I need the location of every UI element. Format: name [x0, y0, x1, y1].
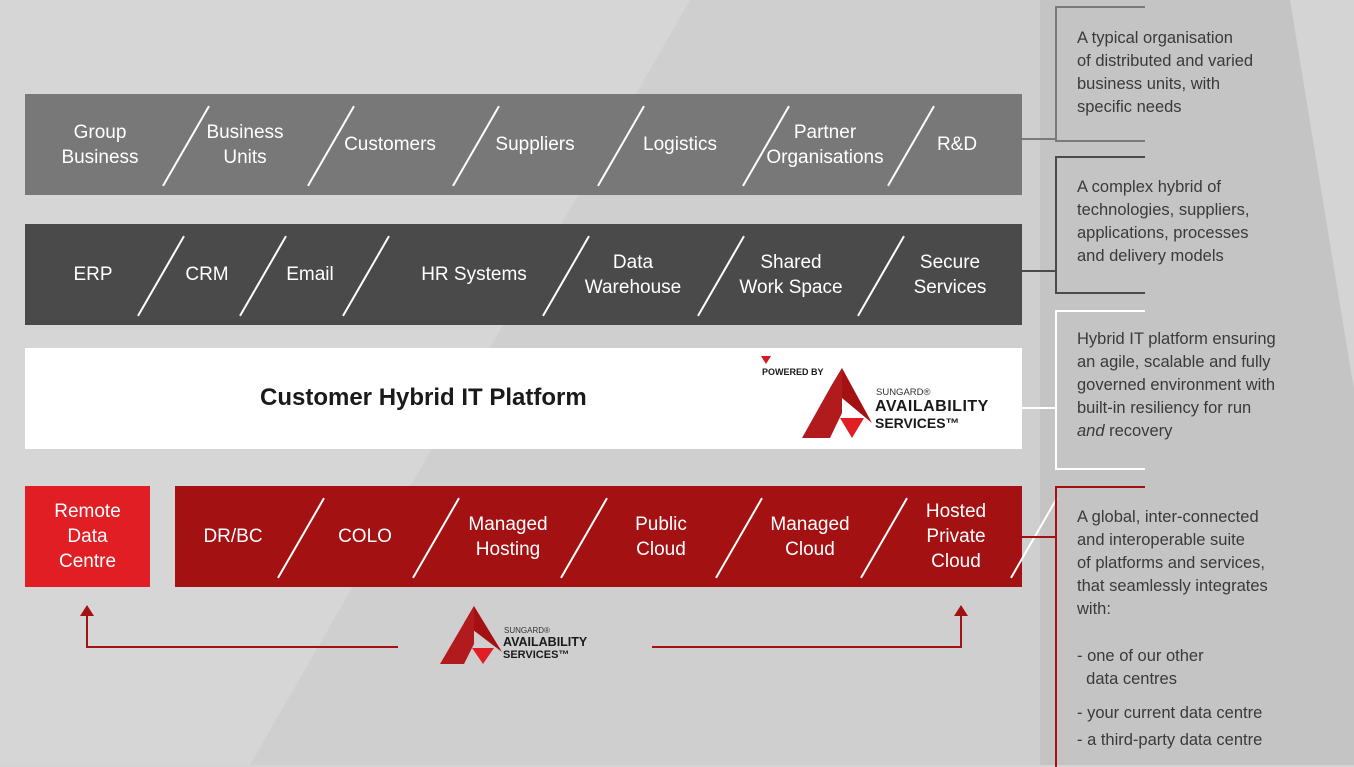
- note2-bracket: [1055, 156, 1145, 294]
- service-6: Hosted Private Cloud: [925, 501, 987, 572]
- business-unit-2: Business Units: [206, 121, 284, 168]
- brand-line2: SERVICES™: [875, 415, 960, 431]
- platform-band: Customer Hybrid IT Platform POWERED BY S…: [25, 348, 1022, 449]
- application-7: Secure Services: [913, 251, 987, 298]
- service-4: Public Cloud: [635, 513, 687, 560]
- service-5: Managed Cloud: [770, 513, 850, 560]
- application-4: HR Systems: [421, 264, 527, 285]
- brand-line1: AVAILABILITY: [875, 398, 989, 415]
- note1: A typical organisation of distributed an…: [1077, 29, 1254, 116]
- application-3: Email: [286, 264, 334, 285]
- note4-item-3: - a third-party data centre: [1077, 731, 1263, 749]
- business-unit-1: Group Business: [61, 121, 139, 168]
- note1-connector: [1022, 138, 1056, 140]
- note3-text-end: recovery: [1104, 422, 1173, 440]
- brand-small: SUNGARD®: [876, 387, 931, 398]
- application-1: ERP: [73, 264, 113, 285]
- note3-text: Hybrid IT platform ensuring an agile, sc…: [1077, 330, 1276, 417]
- business-unit-7: R&D: [936, 134, 978, 155]
- note2: A complex hybrid of technologies, suppli…: [1077, 178, 1250, 265]
- sungard-logo-icon: [440, 606, 502, 664]
- business-unit-4: Suppliers: [495, 134, 575, 155]
- application-5: Data Warehouse: [584, 251, 682, 298]
- brand-line1: AVAILABILITY: [503, 635, 588, 649]
- note2-connector: [1022, 270, 1056, 272]
- note3-bracket: [1055, 310, 1145, 470]
- sungard-logo-icon: [802, 368, 872, 438]
- application-2: CRM: [185, 264, 229, 285]
- business-unit-3: Customers: [344, 134, 436, 155]
- note4-connector: [1022, 536, 1056, 538]
- business-units-band: Group Business Business Units Customers Sup…: [25, 94, 1022, 195]
- brand-line2: SERVICES™: [503, 649, 570, 661]
- platform-title: Customer Hybrid IT Platform: [260, 384, 587, 411]
- note4-item-2: - your current data centre: [1077, 704, 1263, 722]
- services-band: DR/BC COLO Managed Hosting Public Cloud Mana…: [175, 486, 1058, 587]
- brand-small: SUNGARD®: [504, 626, 550, 635]
- remote-label: Remote Data Centre: [54, 501, 121, 572]
- note1-bracket: [1055, 6, 1145, 142]
- red-triangle-icon: [761, 356, 771, 364]
- service-2: COLO: [338, 526, 392, 547]
- powered-by-logo: POWERED BY SUNGARD® AVAILABILITY SERVICE…: [758, 356, 1008, 444]
- note4: A global, inter-connected and interopera…: [1077, 508, 1268, 618]
- powered-by-label: POWERED BY: [762, 367, 824, 377]
- note3-emphasis: and: [1077, 422, 1105, 440]
- bottom-sungard-logo: SUNGARD® AVAILABILITY SERVICES™: [440, 606, 640, 666]
- remote-data-centre: Remote Data Centre: [25, 486, 150, 587]
- note3: Hybrid IT platform ensuring an agile, sc…: [1077, 328, 1276, 443]
- service-1: DR/BC: [203, 526, 263, 547]
- applications-band: ERP CRM Email HR Systems Data Warehouse Share…: [25, 224, 1022, 325]
- note3-connector: [1022, 407, 1056, 409]
- business-unit-6: Partner Organisations: [766, 121, 884, 168]
- note4-bracket: [1055, 486, 1145, 767]
- service-3: Managed Hosting: [468, 513, 548, 560]
- business-unit-5: Logistics: [643, 134, 717, 155]
- application-6: Shared Work Space: [739, 251, 843, 298]
- note4-item-1: - one of our other data centres: [1077, 647, 1204, 688]
